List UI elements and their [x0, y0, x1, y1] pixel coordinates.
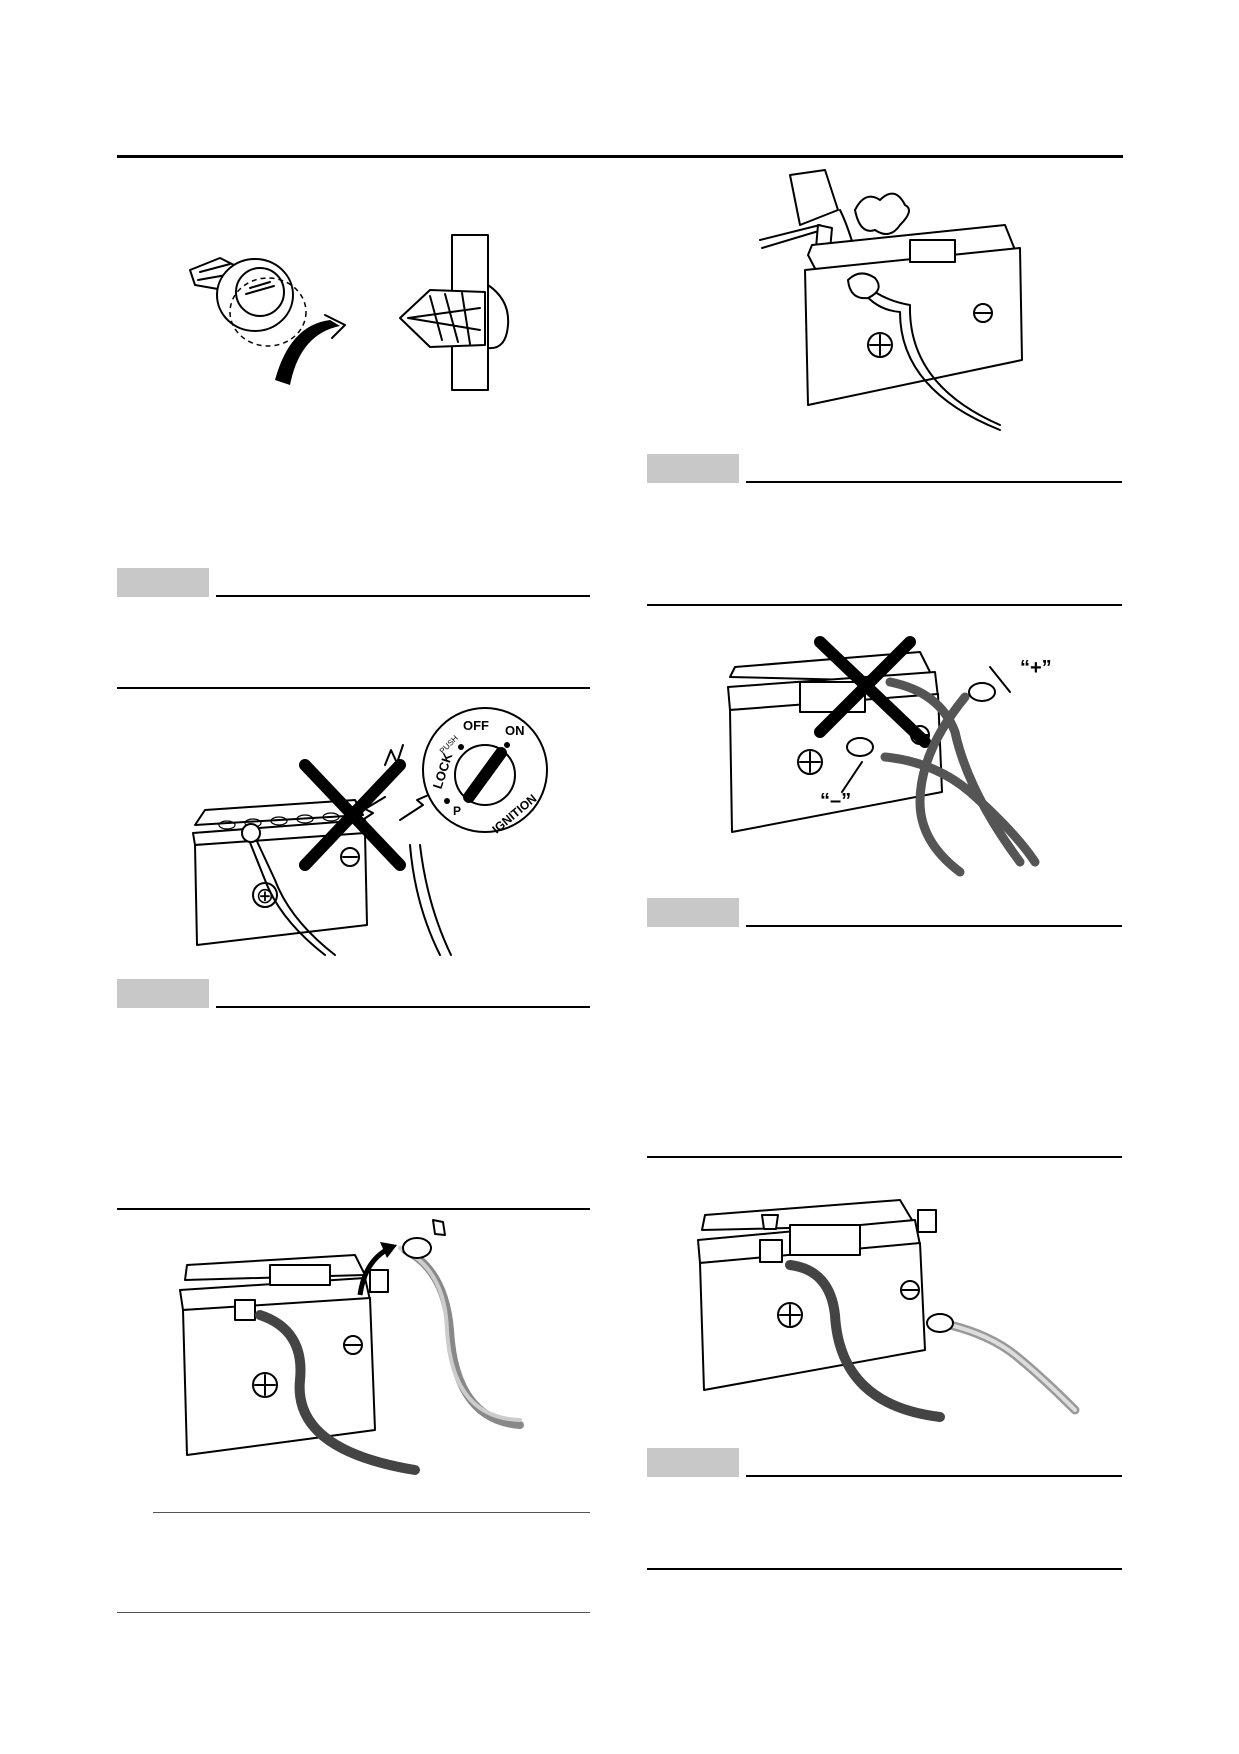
- negative-cable: [785, 1260, 945, 1422]
- note-rule: [746, 925, 1122, 927]
- ignition-on-label: ON: [505, 723, 525, 738]
- rivet-installed-figure: [399, 234, 510, 391]
- ignition-p-label: P: [453, 804, 461, 818]
- prohibited-cross-icon: [299, 759, 406, 871]
- fumes-icon: [854, 192, 910, 235]
- bolt-icon: [432, 1219, 446, 1236]
- note-badge: [647, 898, 739, 927]
- section-rule: [117, 1612, 590, 1613]
- battery-electrolyte-illustration: [759, 169, 1023, 431]
- header-rule: [117, 155, 1123, 158]
- battery-body: [804, 224, 1023, 406]
- ignition-switch-icon: OFF ON LOCK PUSH P IGNITION: [422, 707, 548, 836]
- rivet-removal-figure: [189, 257, 346, 385]
- battery-polarity-warning-illustration: “+” “–”: [727, 636, 1052, 877]
- container-icon: [789, 169, 839, 226]
- negative-cable: [859, 279, 1001, 426]
- negative-cable: [246, 834, 326, 956]
- note-rule: [746, 1475, 1122, 1477]
- negative-cable: [255, 1310, 420, 1475]
- section-rule: [117, 1208, 590, 1210]
- section-rule: [647, 1156, 1122, 1158]
- rivet-clip-illustration: [189, 234, 510, 391]
- note-rule: [216, 1006, 590, 1008]
- positive-label: “+”: [1020, 657, 1052, 679]
- positive-cable: [915, 692, 970, 877]
- battery-ignition-warning-illustration: ⊕ OFF ON LOCK PUSH P IGNITION: [192, 707, 548, 956]
- section-rule: [117, 687, 590, 689]
- note-badge: [117, 979, 209, 1008]
- battery-body: ⊕: [192, 799, 368, 946]
- section-rule: [647, 604, 1122, 606]
- battery-disconnect-illustration: [179, 1219, 524, 1475]
- note-rule: [746, 481, 1122, 483]
- section-rule: [647, 1568, 1122, 1570]
- negative-cable: [880, 752, 1040, 867]
- battery-body: [697, 1199, 937, 1391]
- note-badge: [647, 1448, 739, 1477]
- negative-label: “–”: [820, 790, 851, 812]
- note-rule: [153, 1512, 590, 1513]
- note-rule: [216, 595, 590, 597]
- bolt-icon: [761, 1214, 779, 1230]
- ignition-off-label: OFF: [463, 718, 489, 733]
- note-badge: [117, 568, 209, 597]
- battery-body: [179, 1254, 389, 1456]
- positive-cable: [409, 844, 452, 956]
- note-badge: [647, 454, 739, 483]
- splash-icon: [847, 272, 880, 300]
- positive-cable: [401, 1246, 524, 1429]
- positive-cable: [945, 1320, 1080, 1415]
- prohibited-cross-icon: [814, 636, 931, 748]
- battery-connected-illustration: [697, 1199, 1080, 1422]
